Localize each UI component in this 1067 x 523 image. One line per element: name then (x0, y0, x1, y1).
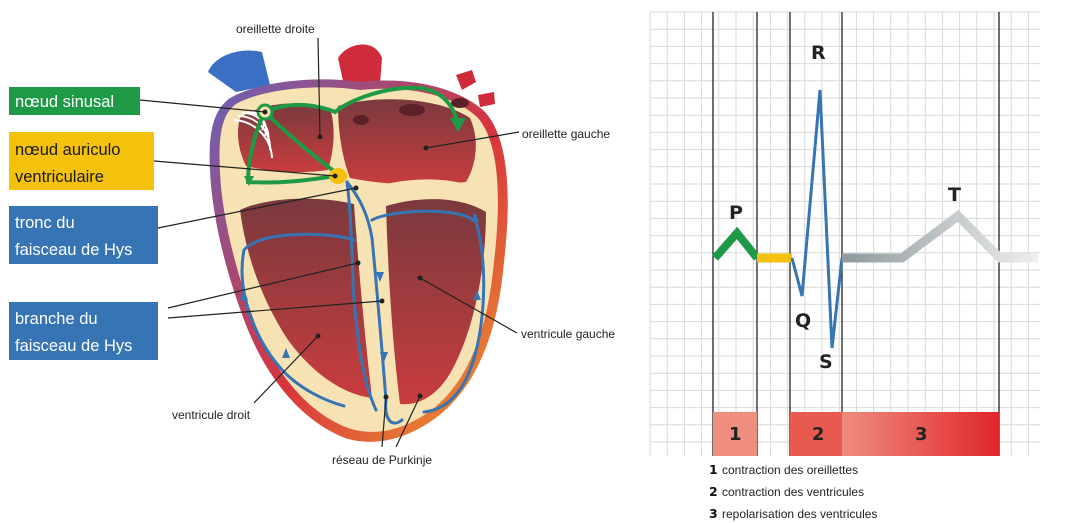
phase-bar-gap (757, 412, 790, 456)
label-ventricule-droit: ventricule droit (172, 408, 251, 422)
box-noeud-av-line2: ventriculaire (15, 168, 104, 186)
legend-num-3: 3 (709, 506, 718, 521)
legend-num-1: 1 (709, 462, 718, 477)
wave-label-s: S (819, 351, 833, 373)
wave-label-q: Q (795, 310, 811, 332)
wave-label-r: R (811, 42, 826, 64)
vein-opening-3 (353, 115, 369, 125)
heart-illustration (140, 38, 519, 447)
wave-label-t: T (948, 184, 961, 206)
vein-opening-2 (451, 98, 469, 108)
label-reseau-purkinje: réseau de Purkinje (332, 453, 432, 467)
pulmonary-vessel-1 (456, 70, 476, 90)
label-oreillette-droite: oreillette droite (236, 22, 315, 36)
vena-cava-vessel (208, 51, 270, 92)
legend-text-2: contraction des ventricules (722, 485, 864, 499)
wave-label-p: P (729, 202, 743, 224)
box-noeud-av-line1: nœud auriculo (15, 141, 120, 159)
label-oreillette-gauche: oreillette gauche (522, 127, 610, 141)
phase-label-3: 3 (915, 424, 928, 445)
phase-label-1: 1 (729, 424, 742, 445)
phase-label-2: 2 (812, 424, 825, 445)
box-branche-line2: faisceau de Hys (15, 337, 132, 355)
vein-opening-1 (399, 104, 425, 116)
legend-text-3: repolarisation des ventricules (722, 507, 877, 521)
box-tronc-line2: faisceau de Hys (15, 241, 132, 259)
box-tronc-line1: tronc du (15, 214, 75, 232)
legend-text-1: contraction des oreillettes (722, 463, 858, 477)
label-ventricule-gauche: ventricule gauche (521, 327, 615, 341)
pulmonary-vessel-2 (478, 92, 495, 107)
ecg-panel: 1 2 3 P R Q S T (650, 12, 1040, 456)
ecg-legend: 1 contraction des oreillettes 2 contract… (709, 462, 877, 521)
legend-num-2: 2 (709, 484, 718, 499)
ecg-st-t-wave (842, 216, 1038, 258)
box-noeud-sinusal-text: nœud sinusal (15, 93, 114, 111)
box-branche-line1: branche du (15, 310, 98, 328)
